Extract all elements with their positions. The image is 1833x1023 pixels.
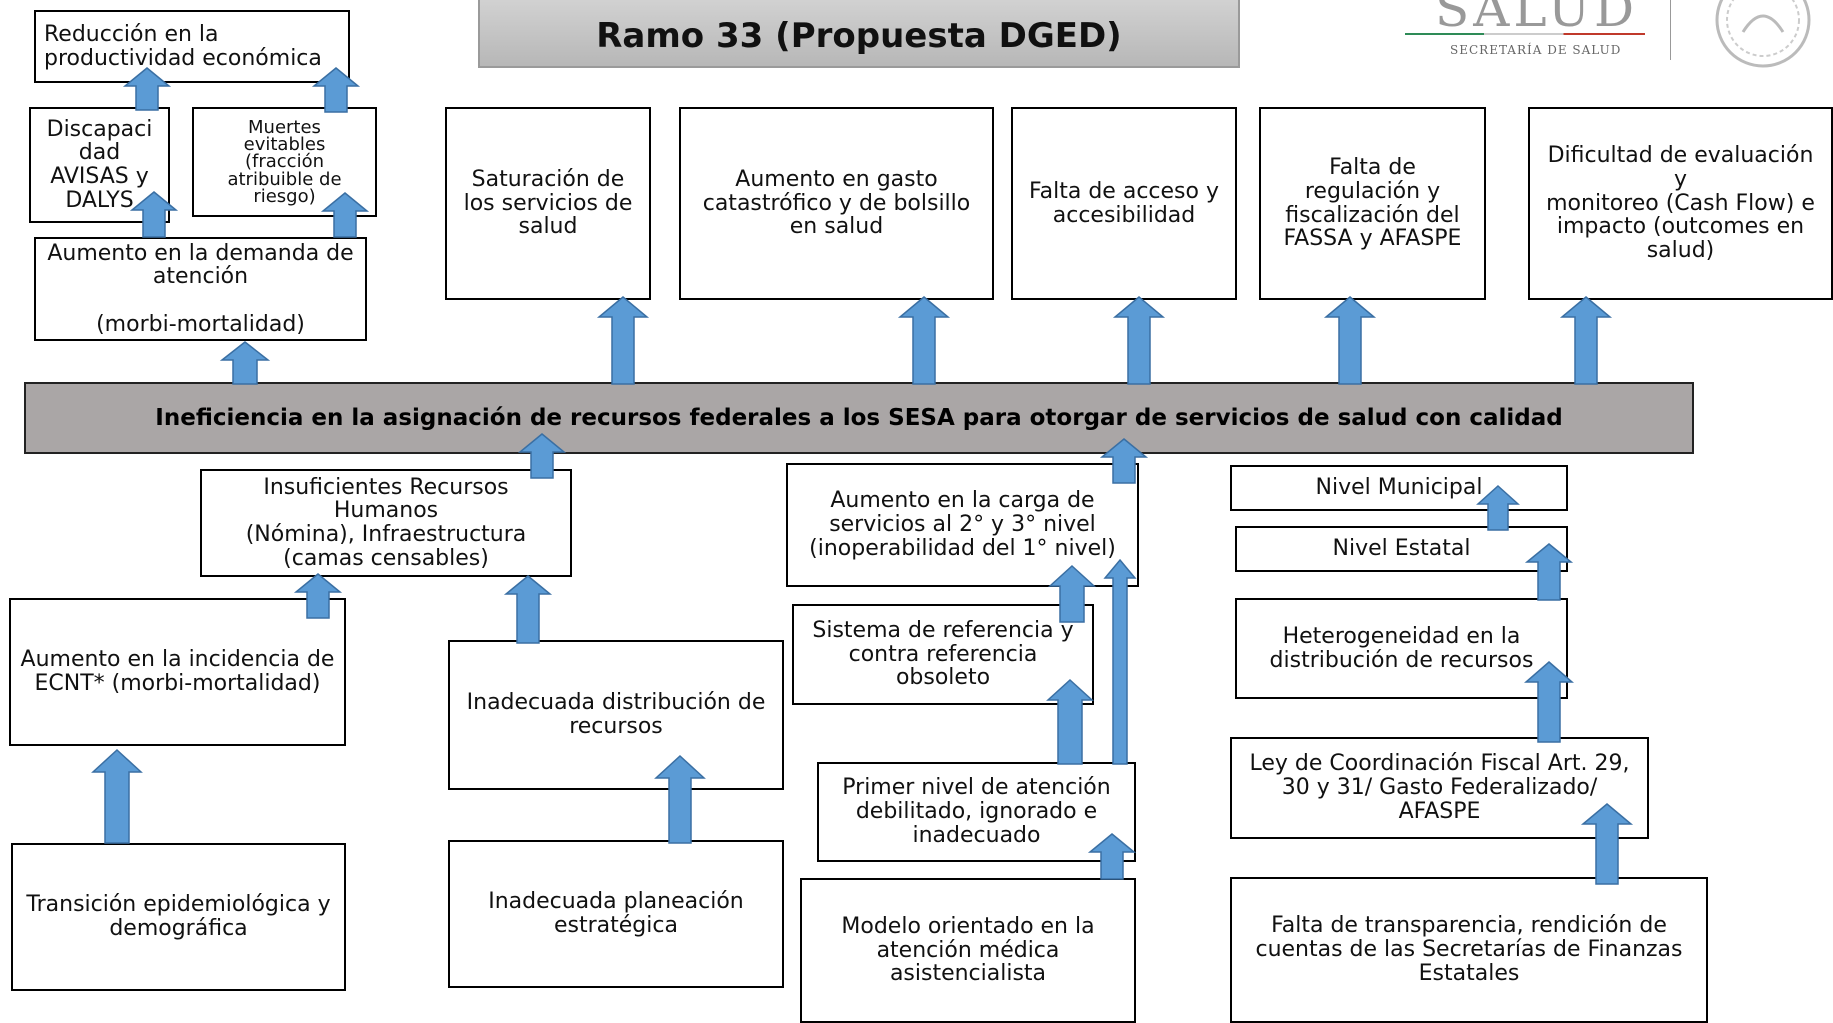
effect-regulacion: Falta de regulación y fiscalización del … [1259,107,1486,300]
arrow-distribucion-to-rh-icon [503,575,553,644]
effect-muertes: Muertes evitables (fracción atribuible d… [192,107,377,217]
arrow-evaluacion-icon [1559,296,1613,385]
effect-acceso: Falta de acceso y accesibilidad [1011,107,1237,300]
effect-demanda: Aumento en la demanda de atención (morbi… [34,237,367,341]
seal-icon [1715,0,1811,68]
cause-municipal: Nivel Municipal [1230,465,1568,511]
cause-modelo: Modelo orientado en la atención médica a… [800,878,1136,1023]
effect-productividad: Reducción en la productividad económica [34,10,350,83]
arrow-demanda-icon [219,341,271,385]
effect-gasto: Aumento en gasto catastrófico y de bolsi… [679,107,994,300]
cause-distribucion: Inadecuada distribución de recursos [448,640,784,790]
cause-ecnt: Aumento en la incidencia de ECNT* (morbi… [9,598,346,746]
cause-primer-nivel: Primer nivel de atención debilitado, ign… [817,762,1136,862]
arrow-acceso-icon [1112,296,1166,385]
cause-planeacion: Inadecuada planeación estratégica [448,840,784,988]
cause-referencia: Sistema de referencia y contra referenci… [792,604,1094,705]
arrow-primer-to-carga-icon [1103,558,1137,765]
cause-recursos-humanos: Insuficientes Recursos Humanos (Nómina),… [200,469,572,577]
logo-wordmark: SALUD [1435,0,1639,38]
cause-transicion: Transición epidemiológica y demográfica [11,843,346,991]
arrow-regulacion-icon [1323,296,1377,385]
salud-logo: SALUD SECRETARÍA DE SALUD [1395,0,1833,72]
effect-evaluacion: Dificultad de evaluación y monitoreo (Ca… [1528,107,1833,300]
arrow-gasto-icon [897,296,951,385]
cause-transparencia: Falta de transparencia, rendición de cue… [1230,877,1708,1023]
logo-subtitle: SECRETARÍA DE SALUD [1450,43,1622,57]
cause-estatal: Nivel Estatal [1235,526,1568,572]
effect-discapacidad: Discapaci dad AVISAS y DALYS [29,107,170,223]
central-problem-bar: Ineficiencia en la asignación de recurso… [24,382,1694,454]
page-title: Ramo 33 (Propuesta DGED) [478,0,1240,68]
logo-tricolor-line [1405,33,1645,35]
cause-ley: Ley de Coordinación Fiscal Art. 29, 30 y… [1230,737,1649,839]
arrow-saturacion-icon [596,296,650,385]
arrow-transicion-to-ecnt-icon [91,748,143,844]
cause-carga: Aumento en la carga de servicios al 2° y… [786,463,1139,587]
cause-heterogeneidad: Heterogeneidad en la distribución de rec… [1235,598,1568,699]
effect-saturacion: Saturación de los servicios de salud [445,107,651,300]
logo-divider [1670,0,1671,60]
